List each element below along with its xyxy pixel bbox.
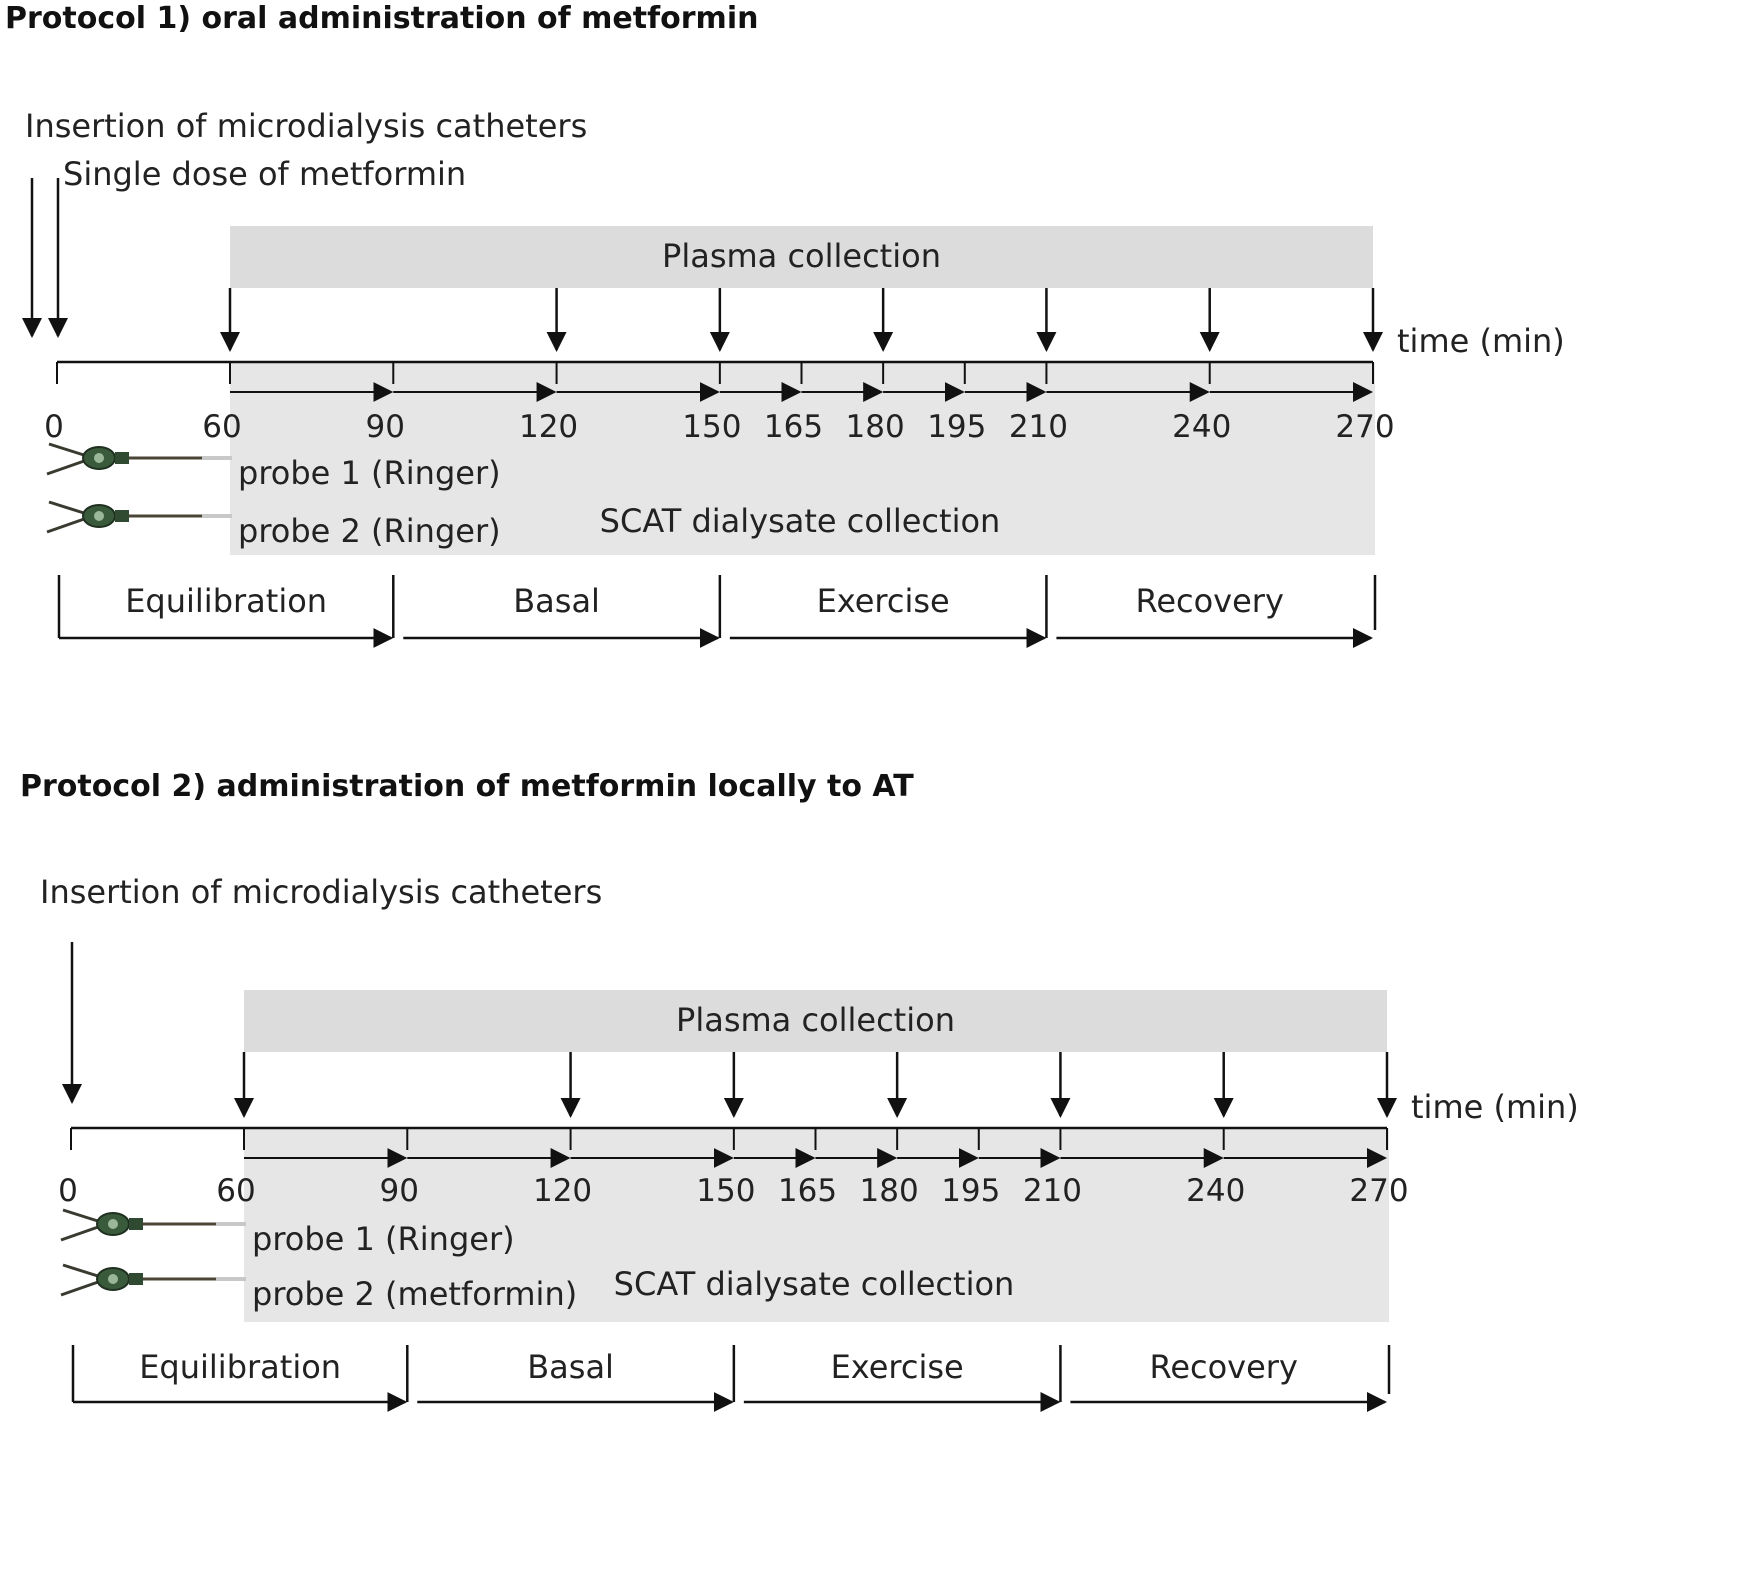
event-label: Insertion of microdialysis catheters bbox=[25, 107, 587, 145]
tick-label: 210 bbox=[1009, 409, 1068, 445]
phase-label: Exercise bbox=[817, 582, 950, 620]
catheter-icon bbox=[60, 1263, 246, 1297]
tick-label: 180 bbox=[846, 409, 905, 445]
dialysate-collection-band bbox=[244, 1128, 1389, 1322]
tick-label: 195 bbox=[941, 1173, 1000, 1209]
phase-label: Basal bbox=[527, 1348, 614, 1386]
catheter-icon bbox=[46, 500, 232, 534]
phase-label: Recovery bbox=[1136, 582, 1284, 620]
dialysate-collection-band bbox=[230, 362, 1375, 555]
tick-label: 0 bbox=[44, 409, 64, 445]
catheter-icon bbox=[46, 442, 232, 476]
dialysate-collection-label: SCAT dialysate collection bbox=[614, 1265, 1015, 1303]
phase-label: Exercise bbox=[831, 1348, 964, 1386]
tick-label: 195 bbox=[927, 409, 986, 445]
tick-label: 240 bbox=[1186, 1173, 1245, 1209]
catheter-icon bbox=[60, 1208, 246, 1242]
tick-label: 240 bbox=[1172, 409, 1231, 445]
plasma-collection-label: Plasma collection bbox=[662, 237, 941, 275]
probe-label: probe 1 (Ringer) bbox=[238, 454, 501, 492]
protocol-title: Protocol 1) oral administration of metfo… bbox=[5, 1, 758, 36]
tick-label: 210 bbox=[1023, 1173, 1082, 1209]
tick-label: 165 bbox=[764, 409, 823, 445]
probe-label: probe 2 (Ringer) bbox=[238, 512, 501, 550]
phase-label: Equilibration bbox=[139, 1348, 341, 1386]
protocol-1: Protocol 1) oral administration of metfo… bbox=[5, 1, 1565, 648]
plasma-collection-band bbox=[230, 226, 1373, 288]
event-label: Single dose of metformin bbox=[63, 155, 466, 193]
time-axis-unit: time (min) bbox=[1397, 322, 1565, 360]
protocol-title: Protocol 2) administration of metformin … bbox=[20, 769, 914, 804]
protocol-2: Protocol 2) administration of metformin … bbox=[20, 769, 1579, 1412]
plasma-collection-label: Plasma collection bbox=[676, 1001, 955, 1039]
dialysate-collection-label: SCAT dialysate collection bbox=[600, 502, 1001, 540]
tick-label: 120 bbox=[533, 1173, 592, 1209]
tick-label: 90 bbox=[366, 409, 405, 445]
probe-label: probe 1 (Ringer) bbox=[252, 1220, 515, 1258]
tick-label: 60 bbox=[216, 1173, 255, 1209]
phase-label: Basal bbox=[513, 582, 600, 620]
tick-label: 90 bbox=[380, 1173, 419, 1209]
tick-label: 150 bbox=[696, 1173, 755, 1209]
probe-label: probe 2 (metformin) bbox=[252, 1275, 577, 1313]
time-axis-unit: time (min) bbox=[1411, 1088, 1579, 1126]
tick-label: 0 bbox=[58, 1173, 78, 1209]
plasma-collection-band bbox=[244, 990, 1387, 1052]
phase-label: Equilibration bbox=[125, 582, 327, 620]
tick-label: 270 bbox=[1335, 409, 1394, 445]
tick-label: 165 bbox=[778, 1173, 837, 1209]
tick-label: 180 bbox=[860, 1173, 919, 1209]
tick-label: 120 bbox=[519, 409, 578, 445]
tick-label: 150 bbox=[682, 409, 741, 445]
tick-label: 270 bbox=[1349, 1173, 1408, 1209]
tick-label: 60 bbox=[202, 409, 241, 445]
phase-label: Recovery bbox=[1150, 1348, 1298, 1386]
event-label: Insertion of microdialysis catheters bbox=[40, 873, 602, 911]
